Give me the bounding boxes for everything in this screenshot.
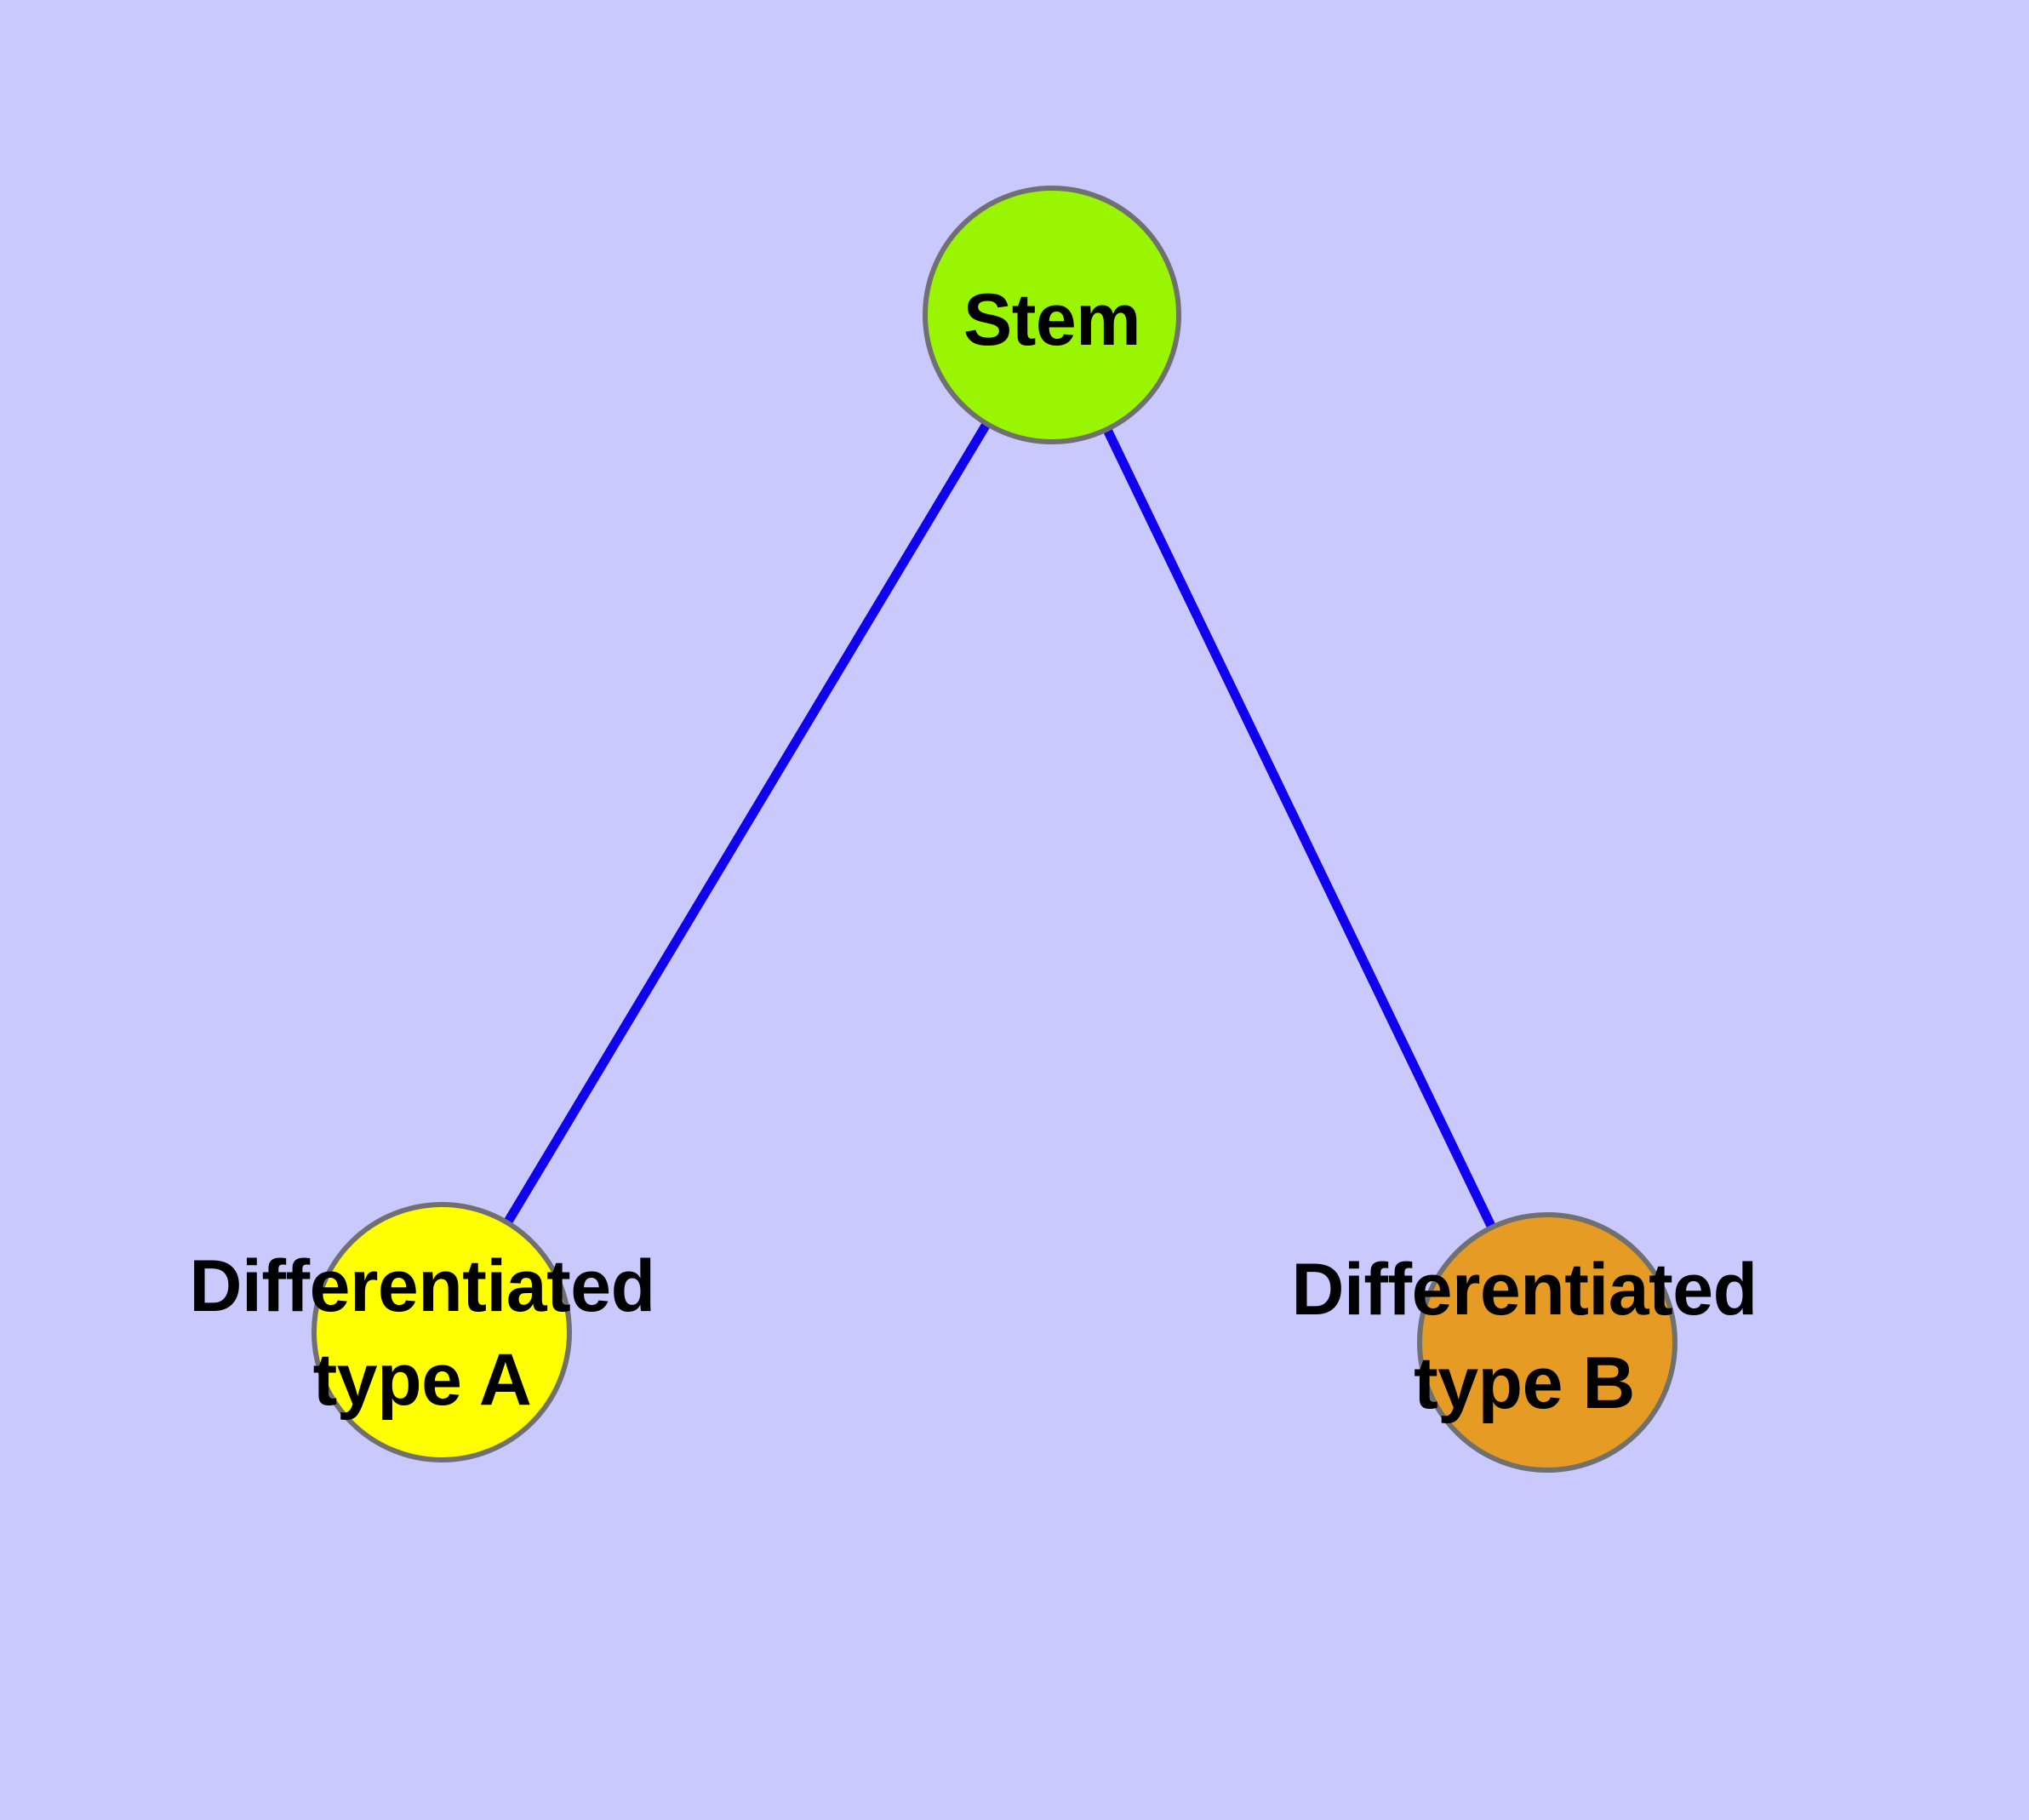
graph-edge-stem-to-diff-b[interactable]: [1048, 312, 1552, 1345]
graph-node-diff-b[interactable]: [1417, 1212, 1677, 1473]
edge-layer: [437, 312, 1552, 1345]
graph-edge-stem-to-diff-a[interactable]: [437, 312, 1056, 1335]
graph-node-diff-a[interactable]: [311, 1202, 572, 1462]
graph-node-stem[interactable]: [923, 186, 1181, 444]
